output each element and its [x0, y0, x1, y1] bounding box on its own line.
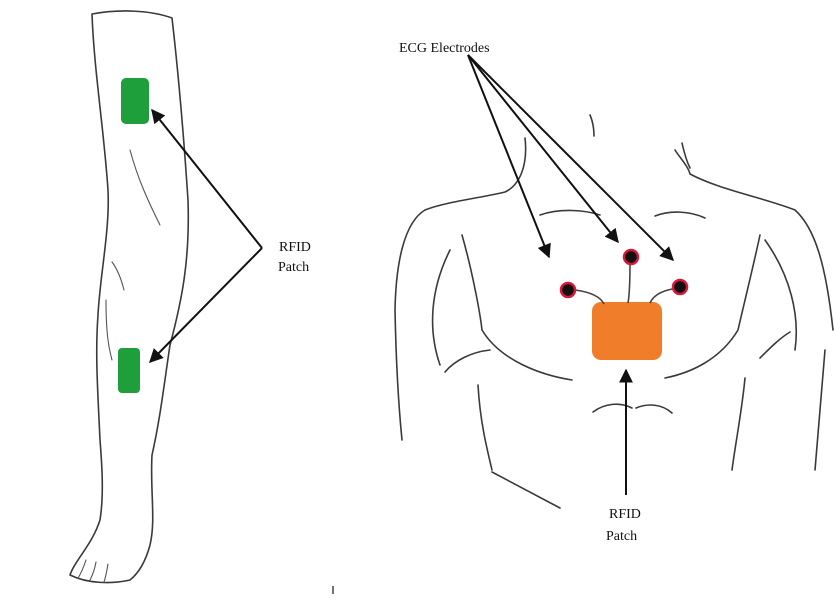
- left-lower-torso: [492, 472, 560, 508]
- shin-line: [106, 300, 112, 360]
- leg-patch-label-line2: Patch: [278, 260, 309, 275]
- right-underarm: [760, 332, 790, 358]
- left-underarm: [445, 350, 490, 372]
- arrow-to-electrode-right: [468, 55, 673, 260]
- right-side-torso: [732, 378, 745, 470]
- arrow-to-electrode-left: [468, 55, 549, 257]
- ecg-electrode-icon: [561, 283, 575, 297]
- ecg-electrode-icon: [673, 280, 687, 294]
- toe-line-1: [78, 560, 86, 578]
- knee-crease-lower: [112, 262, 124, 290]
- neck-line: [590, 115, 594, 136]
- chest-patch-label-line1: RFID: [609, 507, 641, 522]
- arrow-to-lower-patch: [150, 248, 262, 362]
- ecg-electrode-icon: [624, 250, 638, 264]
- torso-right-edge: [675, 150, 833, 330]
- right-pectoral: [665, 235, 760, 378]
- right-arm-inner: [765, 240, 796, 350]
- rfid-patch-icon: [121, 78, 149, 124]
- left-clavicle: [540, 210, 600, 215]
- knee-crease-upper: [130, 150, 160, 225]
- left-side-torso: [478, 385, 492, 470]
- electrode-wire-left: [575, 290, 604, 304]
- rfid-patch-icon: [592, 302, 662, 360]
- toe-line-2: [90, 562, 96, 580]
- arrow-to-upper-patch: [152, 110, 262, 248]
- right-arm-outer: [815, 350, 825, 470]
- torso-left-edge: [395, 138, 526, 440]
- left-pectoral: [462, 235, 572, 380]
- chest-patch-label-line2: Patch: [606, 529, 637, 544]
- electrode-wire-center: [628, 262, 630, 303]
- rfid-patch-icon: [118, 348, 140, 393]
- right-clavicle: [655, 212, 705, 218]
- ecg-electrodes-label: ECG Electrodes: [399, 41, 490, 56]
- toe-line-3: [104, 564, 108, 582]
- left-arm-inner: [433, 250, 450, 365]
- sternum-right-curve: [636, 405, 672, 413]
- leg-patch-label-line1: RFID: [279, 240, 311, 255]
